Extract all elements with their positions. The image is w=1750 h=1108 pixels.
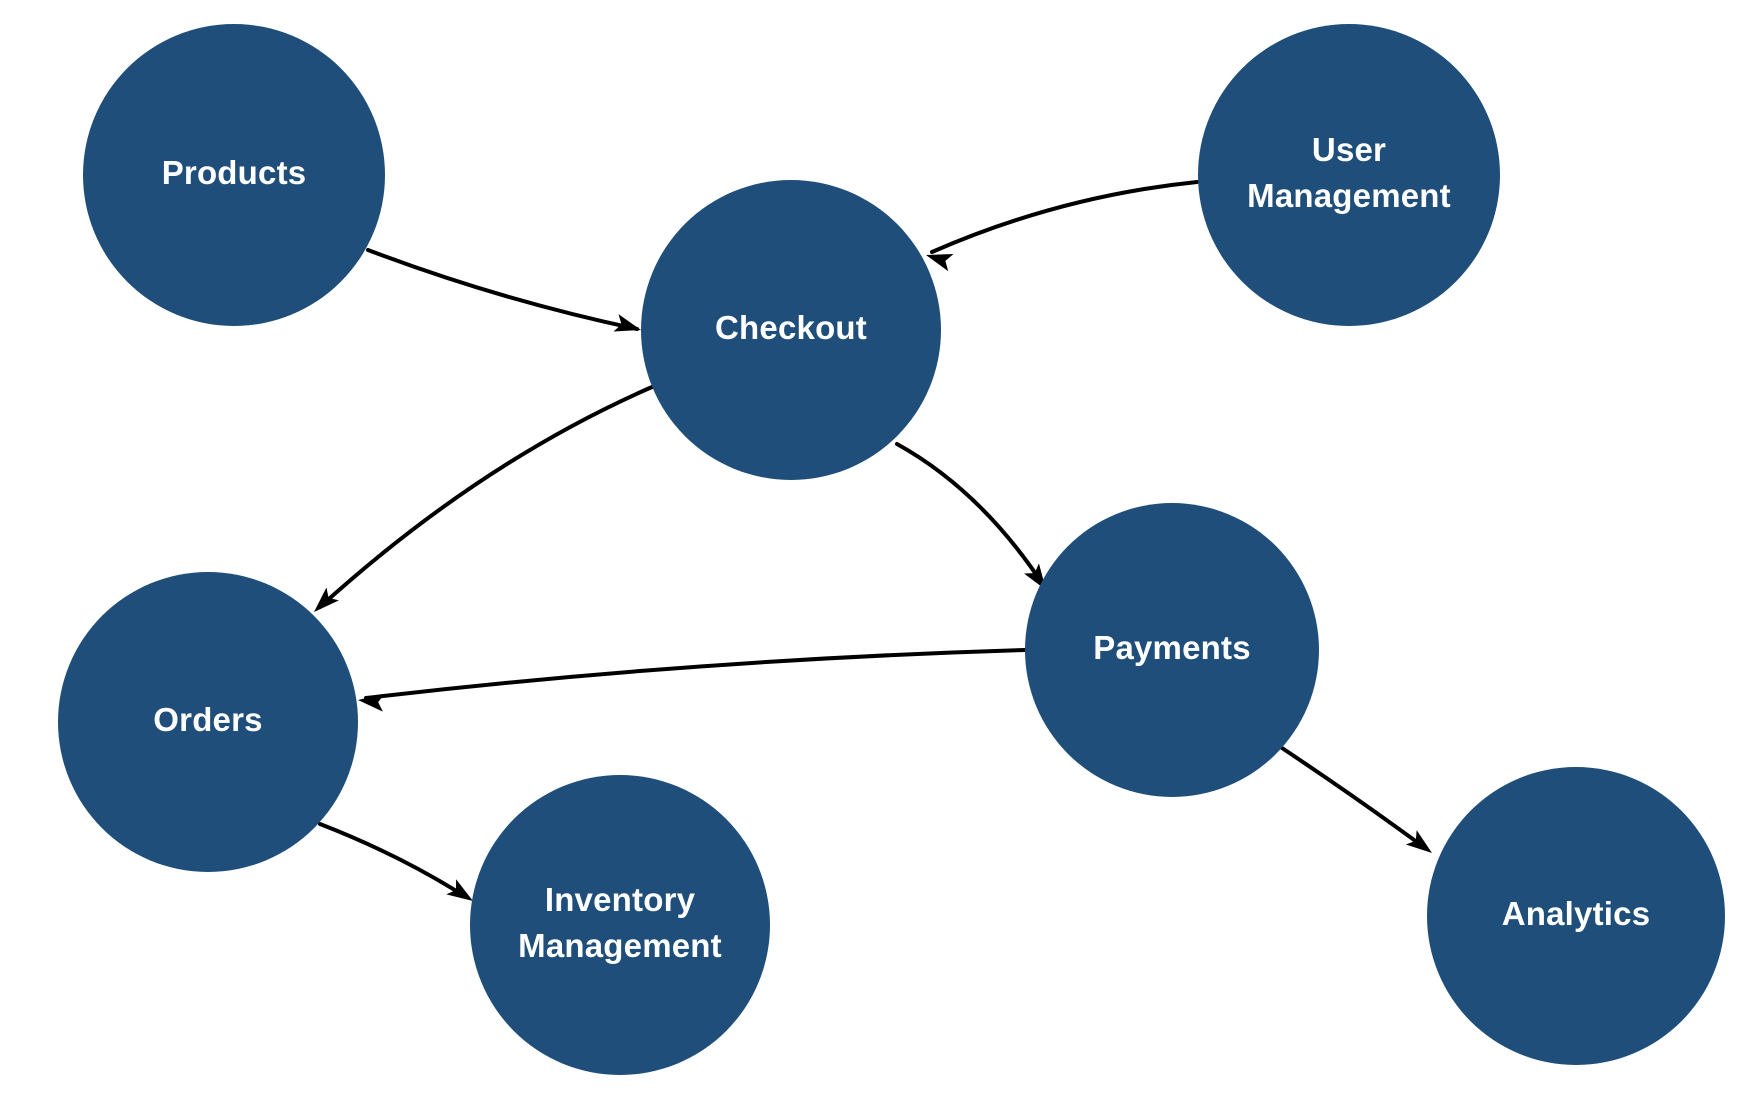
edges-layer [314,180,1432,901]
edge-line [930,180,1199,254]
node-label: Products [162,154,307,191]
node-label-line: Checkout [715,309,867,346]
edge-arrowhead [358,693,385,712]
edge-user-management-to-checkout [926,180,1199,272]
node-circle[interactable] [58,572,358,872]
node-label-line: Inventory [545,881,696,918]
node-label: Analytics [1502,895,1651,932]
edge-line [1280,746,1427,850]
node-label-line: Management [518,927,722,964]
edge-line [318,822,468,899]
node-circle[interactable] [83,24,385,326]
node-circle[interactable] [1427,767,1725,1065]
node-label-line: Orders [153,701,262,738]
edge-arrowhead [613,314,641,332]
edge-checkout-to-orders [314,385,654,612]
node-label: Checkout [715,309,867,346]
node-label-line: Analytics [1502,895,1651,932]
node-products[interactable]: Products [83,24,385,326]
edge-orders-to-inventory-management [318,822,473,901]
node-label-line: Payments [1093,629,1251,666]
node-label: Payments [1093,629,1251,666]
node-circle[interactable] [641,180,941,480]
node-label-line: Management [1247,177,1451,214]
node-circle[interactable] [470,775,770,1075]
edge-payments-to-analytics [1280,746,1432,853]
edge-payments-to-orders [358,648,1027,712]
edge-line [364,648,1027,700]
edge-checkout-to-payments [895,442,1046,590]
edge-line [895,442,1044,585]
node-orders[interactable]: Orders [58,572,358,872]
edge-line [318,385,654,609]
edge-arrowhead [1405,830,1432,853]
edge-arrowhead [1023,563,1046,590]
node-label-line: Products [162,154,307,191]
node-circle[interactable] [1198,24,1500,326]
node-circle[interactable] [1025,503,1319,797]
node-payments[interactable]: Payments [1025,503,1319,797]
edge-arrowhead [314,587,339,612]
edge-arrowhead [926,253,954,272]
node-analytics[interactable]: Analytics [1427,767,1725,1065]
edge-products-to-checkout [366,248,641,332]
node-label-line: User [1312,131,1386,168]
edge-arrowhead [446,879,473,901]
node-label: Orders [153,701,262,738]
node-checkout[interactable]: Checkout [641,180,941,480]
edge-line [366,248,639,331]
